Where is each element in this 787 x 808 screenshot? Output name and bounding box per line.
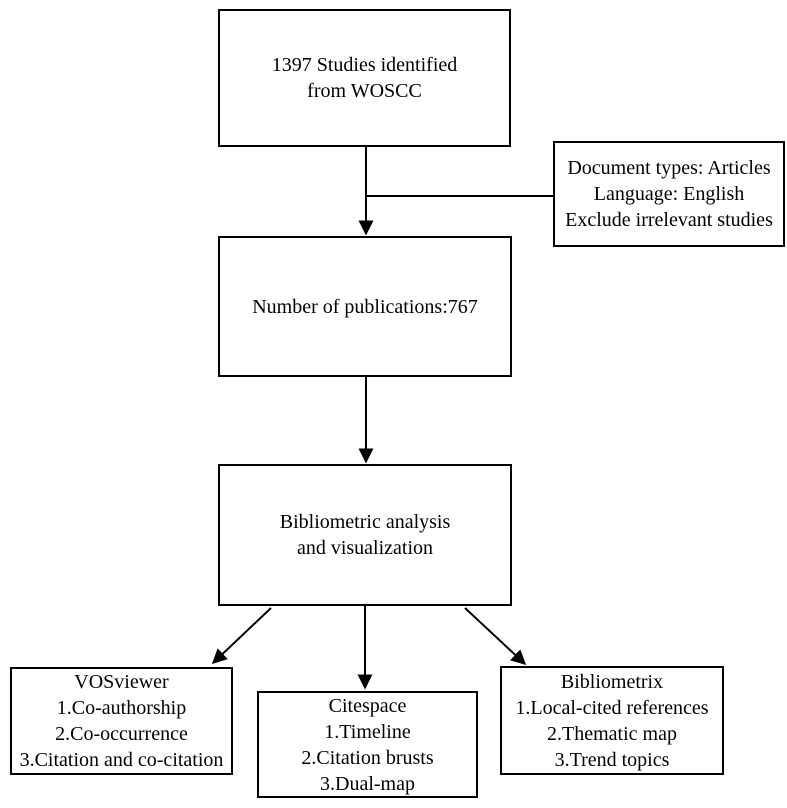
box-text-line: 3.Citation and co-citation [19, 749, 224, 771]
box-text-line: 2.Thematic map [547, 722, 677, 745]
box-text-line: 1.Local-cited references [515, 696, 709, 719]
box-text-line: 1397 Studies identified [271, 54, 458, 76]
box-text-line: Citespace [328, 694, 407, 717]
box-text-line: Language: English [593, 183, 745, 205]
box-text-line: VOSviewer [74, 671, 169, 693]
box-text-line: Exclude irrelevant studies [565, 209, 773, 231]
box-text-line: from WOSCC [307, 80, 422, 102]
box-vosviewer: VOSviewer 1.Co-authorship 2.Co-occurrenc… [10, 667, 233, 775]
box-bibliometrix: Bibliometrix 1.Local-cited references 2.… [500, 666, 724, 775]
box-text-line: Number of publications:767 [252, 295, 478, 318]
box-text-line: and visualization [296, 537, 434, 559]
box-text-line: 3.Dual-map [320, 772, 415, 795]
box-text-line: 1.Co-authorship [56, 697, 187, 719]
box-screening-criteria: Document types: Articles Language: Engli… [553, 141, 785, 247]
box-text-line: Bibliometric analysis [279, 511, 451, 533]
box-studies-identified: 1397 Studies identified from WOSCC [218, 9, 511, 147]
box-text-line: 2.Citation brusts [301, 746, 434, 769]
box-text-line: 3.Trend topics [554, 748, 670, 771]
box-citespace: Citespace 1.Timeline 2.Citation brusts 3… [257, 691, 478, 798]
arrow-analysis-to-vosviewer [211, 607, 272, 665]
box-text-line: 1.Timeline [324, 720, 411, 743]
arrow-analysis-to-bibliometrix [464, 607, 527, 666]
box-text-line: Bibliometrix [560, 670, 664, 693]
box-publications-count: Number of publications:767 [218, 236, 512, 377]
box-text-line: 2.Co-occurrence [55, 723, 188, 745]
box-bibliometric-analysis: Bibliometric analysis and visualization [218, 464, 512, 606]
box-text-line: Document types: Articles [567, 157, 771, 179]
